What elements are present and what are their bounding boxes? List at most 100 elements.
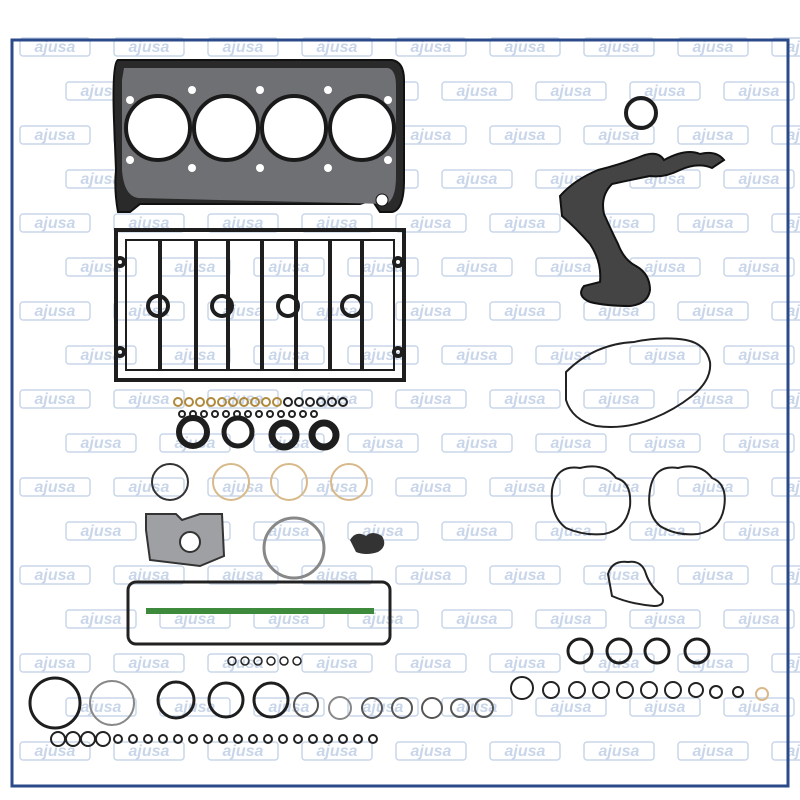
o-ring <box>592 681 610 699</box>
watermark-tile: ajusa <box>301 37 373 57</box>
watermark-tile: ajusa <box>677 301 749 321</box>
watermark-tile: ajusa <box>629 81 701 101</box>
watermark-text: ajusa <box>81 171 122 188</box>
o-ring <box>28 676 82 730</box>
watermark-tile: ajusa <box>723 257 795 277</box>
watermark-tile: ajusa <box>395 653 467 673</box>
o-ring <box>308 734 318 744</box>
watermark-text: ajusa <box>411 655 452 672</box>
watermark-text: ajusa <box>223 655 264 672</box>
watermark-tile: ajusa <box>489 565 561 585</box>
watermark-text: ajusa <box>35 127 76 144</box>
watermark-tile: ajusa <box>441 257 513 277</box>
small-seal <box>239 397 249 407</box>
o-ring <box>143 734 153 744</box>
watermark-tile: ajusa <box>301 565 373 585</box>
small-seal <box>178 410 186 418</box>
watermark-tile: ajusa <box>347 345 419 365</box>
watermark-text: ajusa <box>739 259 780 276</box>
watermark-tile: ajusa <box>441 81 513 101</box>
watermark-text: ajusa <box>81 699 122 716</box>
small-seal <box>338 397 348 407</box>
small-seal <box>310 410 318 418</box>
watermark-tile: ajusa <box>723 697 795 717</box>
watermark-text: ajusa <box>129 39 170 56</box>
watermark-tile: ajusa <box>723 521 795 541</box>
watermark-tile: ajusa <box>771 653 800 673</box>
assorted-o-rings <box>28 656 494 747</box>
o-ring <box>391 697 413 719</box>
watermark-tile: ajusa <box>113 389 185 409</box>
watermark-text: ajusa <box>739 611 780 628</box>
watermark-text: ajusa <box>599 127 640 144</box>
watermark-tile: ajusa <box>19 213 91 233</box>
watermark-tile: ajusa <box>65 609 137 629</box>
small-seal <box>228 397 238 407</box>
small-seal <box>283 397 293 407</box>
watermark-tile: ajusa <box>535 433 607 453</box>
watermark-tile: ajusa <box>629 433 701 453</box>
watermark-text: ajusa <box>505 567 546 584</box>
small-seal <box>305 397 315 407</box>
turbo-gasket <box>145 513 226 568</box>
o-ring <box>203 734 213 744</box>
small-seal <box>261 397 271 407</box>
watermark-tile: ajusa <box>677 125 749 145</box>
small-seal <box>217 397 227 407</box>
watermark-text: ajusa <box>645 83 686 100</box>
o-ring <box>568 681 586 699</box>
watermark-text: ajusa <box>457 259 498 276</box>
watermark-text: ajusa <box>551 259 592 276</box>
small-flange-gasket <box>350 533 385 554</box>
watermark-tile: ajusa <box>395 565 467 585</box>
watermark-tile: ajusa <box>301 653 373 673</box>
watermark-tile: ajusa <box>489 477 561 497</box>
watermark-tile: ajusa <box>489 125 561 145</box>
watermark-text: ajusa <box>35 479 76 496</box>
watermark-tile: ajusa <box>395 37 467 57</box>
watermark-text: ajusa <box>787 303 800 320</box>
watermark-text: ajusa <box>551 611 592 628</box>
watermark-text: ajusa <box>457 171 498 188</box>
watermark-text: ajusa <box>787 215 800 232</box>
watermark-text: ajusa <box>223 743 264 760</box>
o-ring <box>510 676 534 700</box>
watermark-tile: ajusa <box>347 433 419 453</box>
o-ring <box>292 656 302 666</box>
watermark-tile: ajusa <box>677 653 749 673</box>
watermark-text: ajusa <box>599 479 640 496</box>
o-ring <box>218 734 228 744</box>
watermark-text: ajusa <box>787 39 800 56</box>
watermark-text: ajusa <box>693 743 734 760</box>
o-ring <box>158 734 168 744</box>
watermark-text: ajusa <box>645 347 686 364</box>
watermark-tile: ajusa <box>19 37 91 57</box>
o-ring <box>421 697 443 719</box>
watermark-text: ajusa <box>693 655 734 672</box>
watermark-tile: ajusa <box>395 477 467 497</box>
watermark-text: ajusa <box>693 39 734 56</box>
watermark-text: ajusa <box>645 699 686 716</box>
watermark-text: ajusa <box>599 303 640 320</box>
watermark-text: ajusa <box>223 39 264 56</box>
watermark-text: ajusa <box>645 611 686 628</box>
watermark-text: ajusa <box>35 655 76 672</box>
o-ring <box>755 687 769 701</box>
o-ring <box>640 681 658 699</box>
valve-cover-gasket <box>114 228 406 382</box>
bolt-o-rings <box>566 637 711 665</box>
o-ring <box>173 734 183 744</box>
watermark-text: ajusa <box>645 523 686 540</box>
watermark-tile: ajusa <box>677 565 749 585</box>
small-seal <box>173 397 183 407</box>
watermark-text: ajusa <box>693 127 734 144</box>
watermark-text: ajusa <box>411 567 452 584</box>
watermark-text: ajusa <box>551 699 592 716</box>
watermark-text: ajusa <box>551 83 592 100</box>
watermark-text: ajusa <box>787 655 800 672</box>
watermark-tile: ajusa <box>771 37 800 57</box>
watermark-text: ajusa <box>411 743 452 760</box>
watermark-tile: ajusa <box>441 609 513 629</box>
watermark-tile: ajusa <box>441 521 513 541</box>
